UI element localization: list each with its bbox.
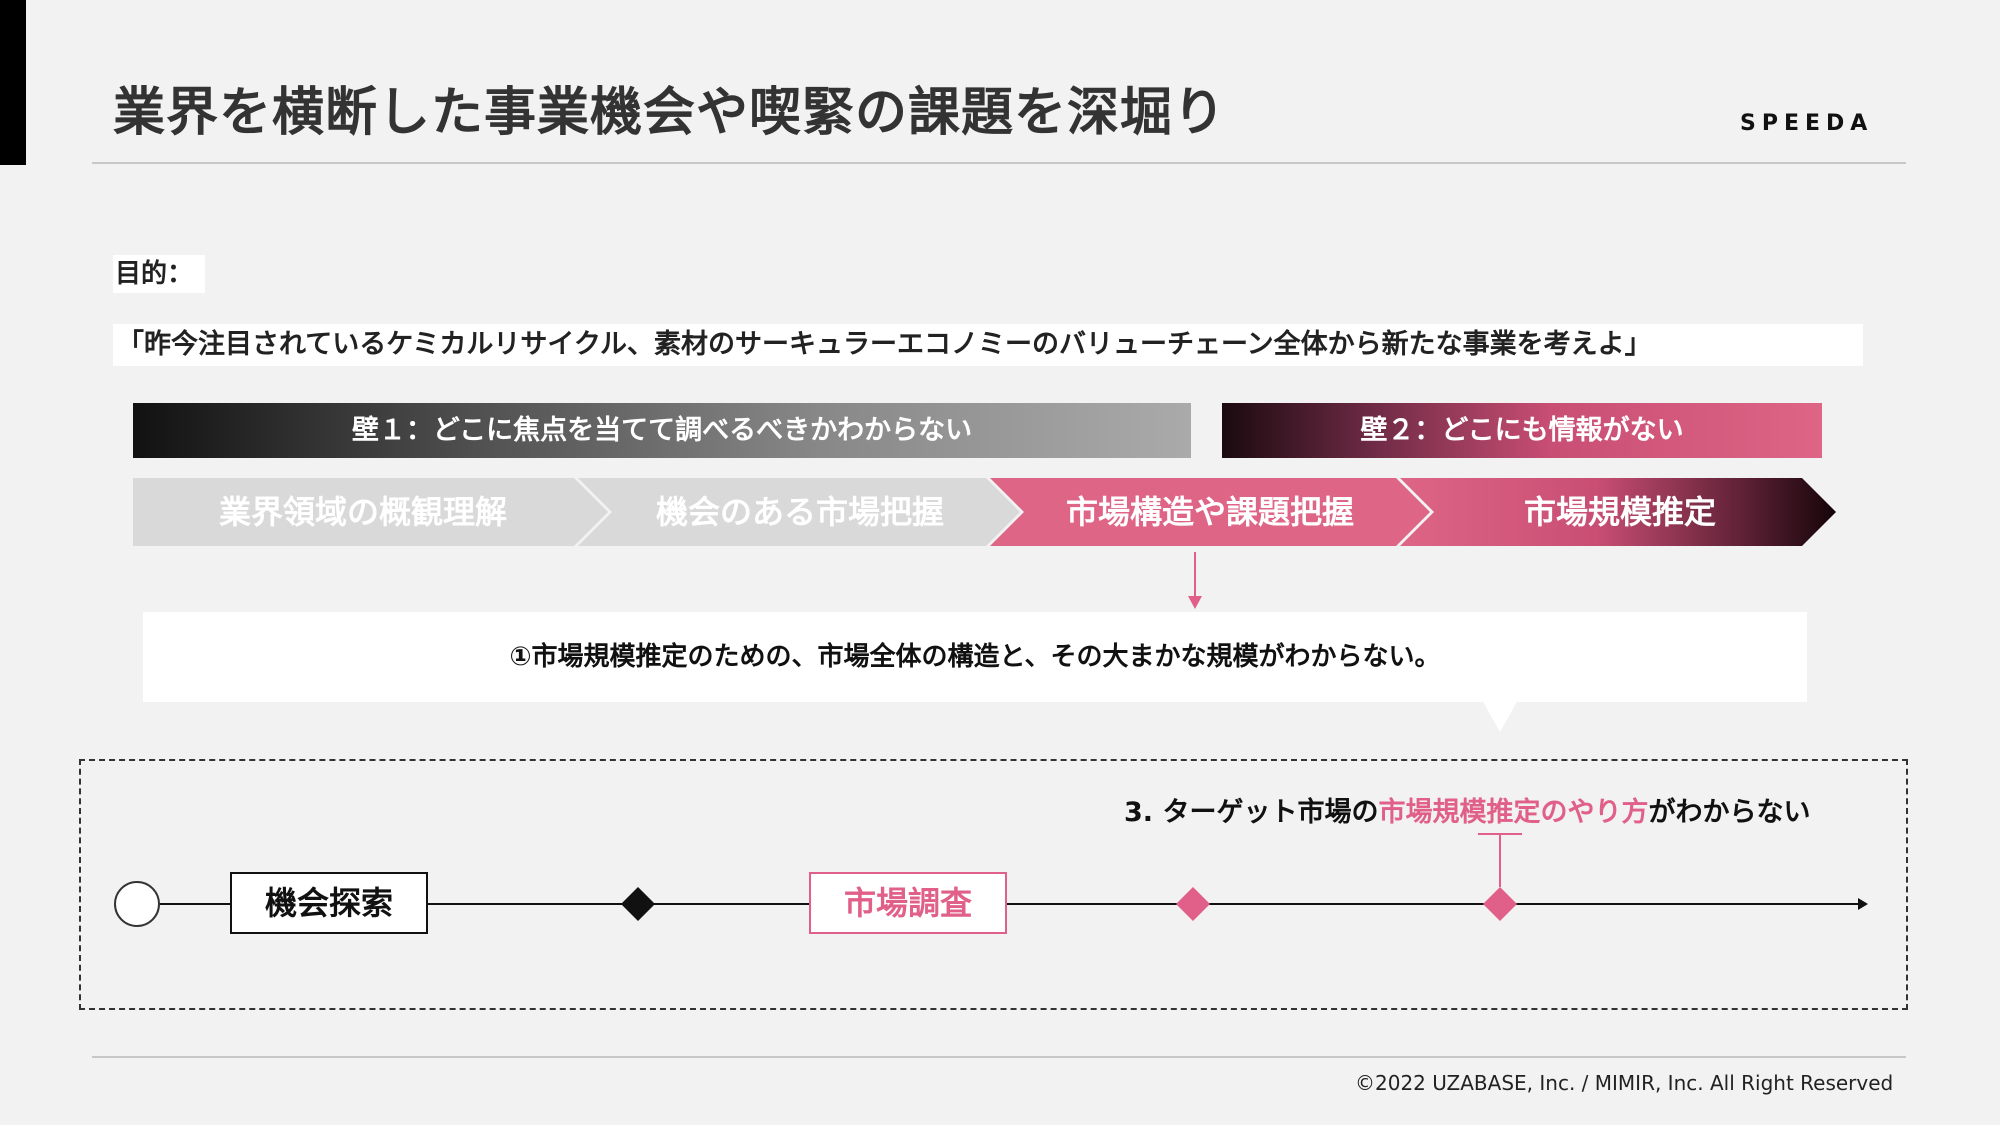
timeline-arrowhead-icon [1858,898,1868,910]
purpose-statement: 「昨今注目されているケミカルリサイクル、素材のサーキュラーエコノミーのバリューチ… [113,324,1863,366]
step-2-label: 機会のある市場把握 [655,493,944,531]
callout-pointer [1482,700,1518,732]
stage-market-research: 市場調査 [809,872,1007,934]
down-arrow-icon [1188,596,1202,609]
wall-2-banner: 壁２：どこにも情報がない [1222,403,1822,458]
step-3-label: 市場構造や課題把握 [1065,493,1354,531]
step-2-shape [578,478,1020,546]
issue-highlight: 市場規模推定のやり方 [1378,797,1649,828]
header-divider [92,162,1906,164]
step-1-label: 業界領域の概観理解 [218,493,507,531]
step-4-shape [1400,478,1836,546]
milestone-diamond-pink-2 [1483,887,1517,921]
copyright-text: ©2022 UZABASE, Inc. / MIMIR, Inc. All Ri… [1355,1071,1894,1095]
footer-divider [92,1056,1906,1058]
purpose-label: 目的： [113,255,205,293]
step-1-shape [133,478,608,546]
step-3-shape [990,478,1430,546]
issue-suffix: がわからない [1648,797,1811,828]
milestone-diamond-pink-1 [1176,887,1210,921]
process-chevrons [133,478,1836,546]
left-accent-bar [0,0,26,165]
wall-1-banner: 壁１：どこに焦点を当てて調べるべきかわからない [133,403,1191,458]
issue-prefix: 3. ターゲット市場の [1124,797,1379,828]
step-4-label: 市場規模推定 [1523,493,1716,531]
brand-logo: SPEEDA [1740,111,1874,136]
timeline-frame [79,759,1908,1010]
timeline-start-circle [114,881,160,927]
timeline-issue-label: 3. ターゲット市場の市場規模推定のやり方がわからない [1124,790,1810,829]
milestone-diamond-black [621,887,655,921]
page-title: 業界を横断した事業機会や喫緊の課題を深堀り [113,83,1227,143]
stage-opportunity-search: 機会探索 [230,872,428,934]
callout-box: ①市場規模推定のための、市場全体の構造と、その大まかな規模がわからない。 [143,612,1807,702]
